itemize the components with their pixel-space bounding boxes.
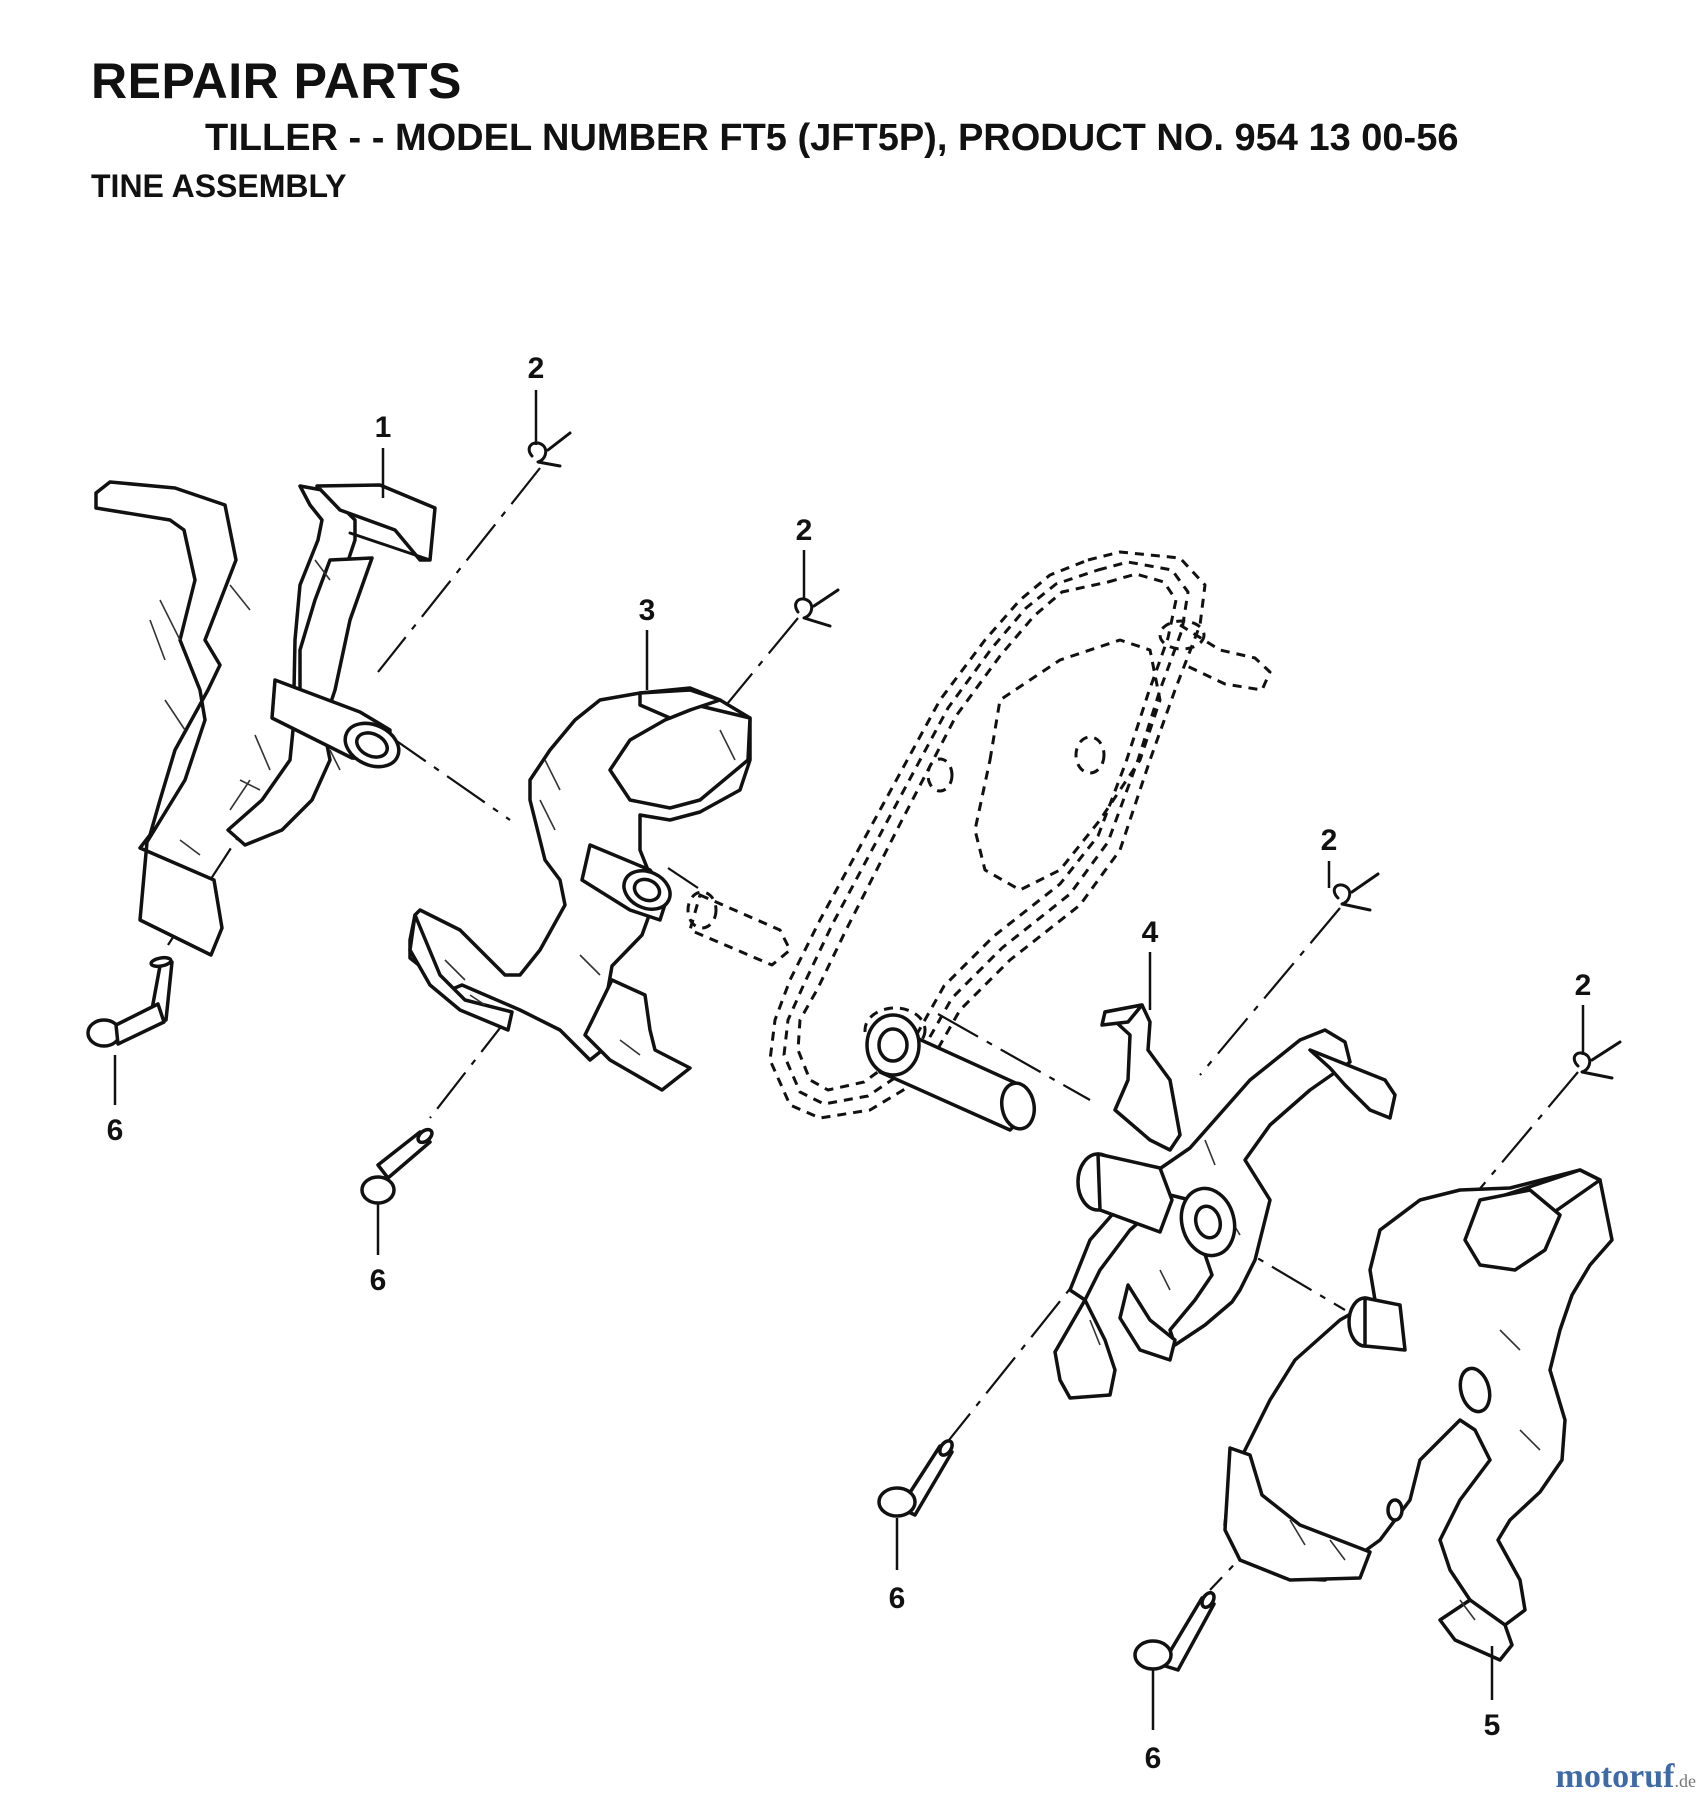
- callout-2-c: 2: [1321, 824, 1338, 857]
- model-subtitle: TILLER - - MODEL NUMBER FT5 (JFT5P), PRO…: [205, 117, 1459, 159]
- callout-4: 4: [1142, 916, 1159, 949]
- callout-2-b: 2: [796, 514, 813, 547]
- callout-2-d: 2: [1575, 969, 1592, 1002]
- tine-shaft: [865, 1013, 1037, 1132]
- hairpin-clips: [527, 431, 1622, 1080]
- callout-6-a: 6: [107, 1114, 124, 1147]
- watermark-logo: motoruf.de: [1556, 1758, 1696, 1796]
- callout-numbers: 1 2 2 2 2 3 4 5 6 6 6 6: [107, 352, 1592, 1775]
- callout-6-b: 6: [370, 1264, 387, 1297]
- callout-leaders: [113, 390, 1585, 1730]
- clevis-pin-c: [877, 1439, 954, 1518]
- callout-5: 5: [1484, 1709, 1501, 1742]
- gearbox-housing-phantom: [686, 550, 1272, 1120]
- callout-6-c: 6: [889, 1582, 906, 1615]
- clevis-pin-a: [86, 955, 174, 1048]
- callout-6-d: 6: [1145, 1742, 1162, 1775]
- callout-1: 1: [375, 411, 392, 444]
- tine-5: [1223, 1168, 1614, 1662]
- page-title: REPAIR PARTS: [91, 53, 462, 109]
- clevis-pin-b: [360, 1127, 434, 1205]
- clevis-pin-d: [1133, 1590, 1216, 1672]
- section-title: TINE ASSEMBLY: [91, 168, 347, 204]
- watermark-text: motoruf: [1555, 1758, 1675, 1795]
- clevis-pins: [86, 955, 1216, 1672]
- callout-2-a: 2: [528, 352, 545, 385]
- tine-1: [94, 480, 437, 957]
- watermark-tld: .de: [1674, 1771, 1697, 1791]
- callout-3: 3: [639, 594, 656, 627]
- tine-3: [408, 686, 752, 1092]
- tine-4: [1053, 1003, 1397, 1400]
